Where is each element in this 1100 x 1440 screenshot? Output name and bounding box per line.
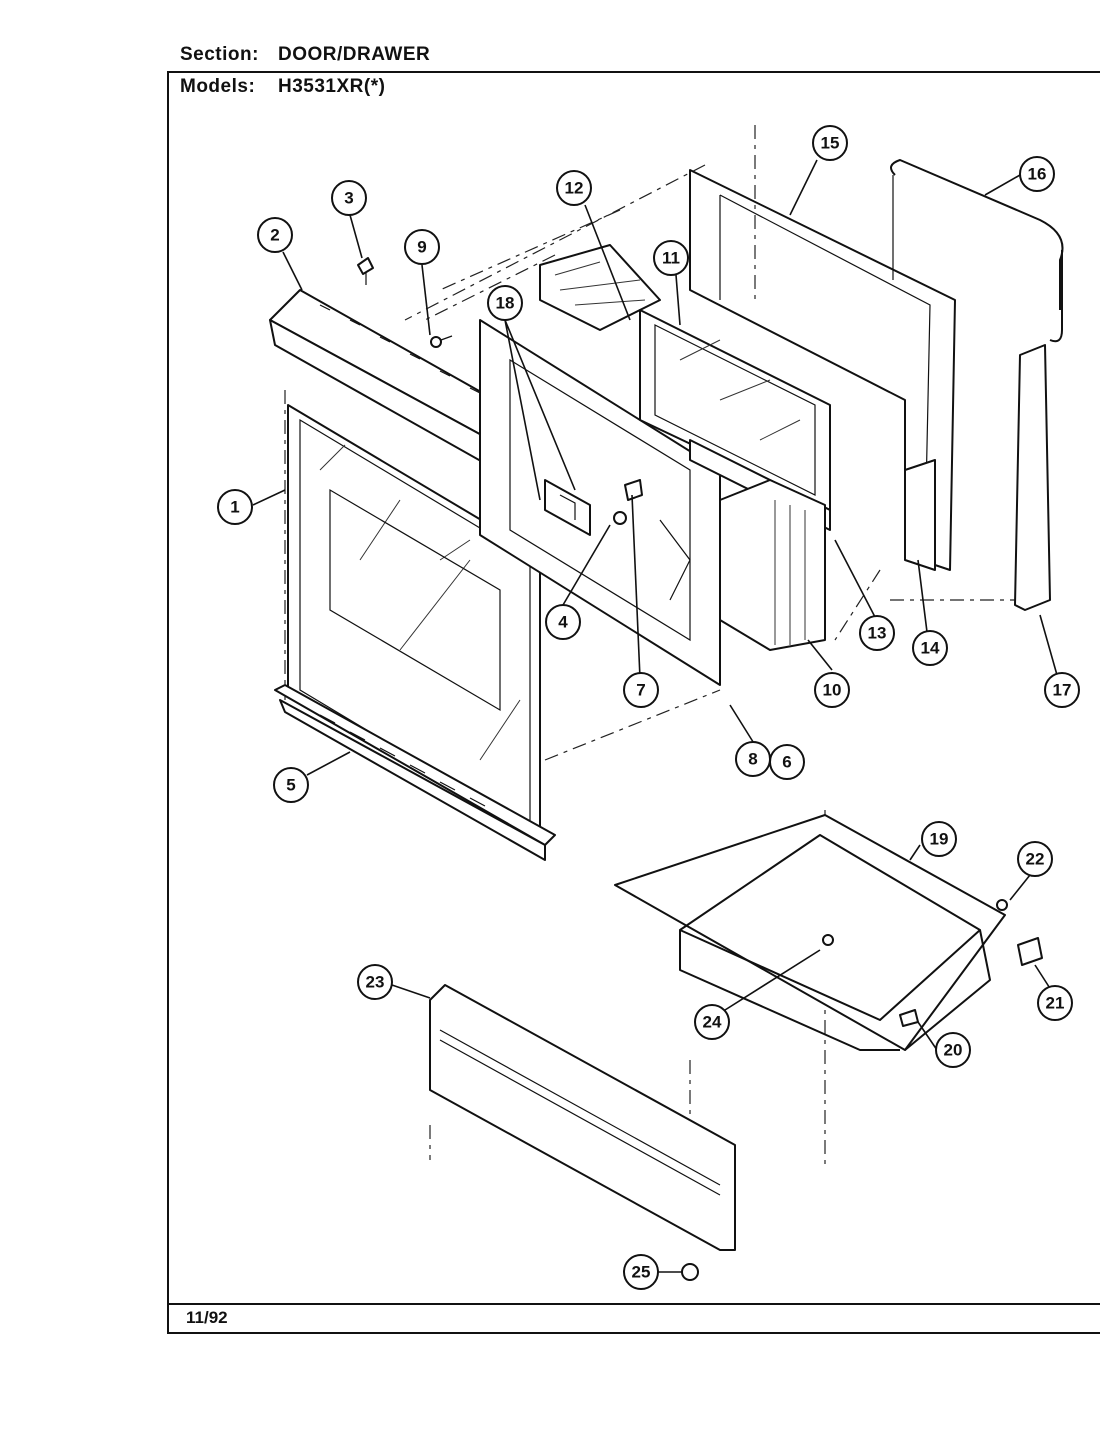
callout-2: 2 (257, 217, 293, 253)
callout-7-label: 7 (636, 681, 645, 700)
callout-15: 15 (812, 125, 848, 161)
part-23-drawer-front (429, 984, 736, 1251)
part-7-clip (624, 479, 643, 501)
callout-21-label: 21 (1046, 994, 1065, 1013)
section-value: DOOR/DRAWER (278, 44, 431, 65)
part-12-insulation (539, 244, 661, 331)
callout-17: 17 (1044, 672, 1080, 708)
callout-12-label: 12 (565, 179, 584, 198)
part-9-screw (430, 335, 453, 348)
callout-14: 14 (912, 630, 948, 666)
part-21-drawer-stop (1017, 937, 1043, 966)
section-label: Section: (180, 44, 259, 65)
callout-2-label: 2 (270, 226, 279, 245)
section-header: Section: DOOR/DRAWER (180, 44, 430, 66)
callout-12: 12 (556, 170, 592, 206)
callout-22-label: 22 (1026, 850, 1045, 869)
callout-5: 5 (273, 767, 309, 803)
callout-1: 1 (217, 489, 253, 525)
footer-rule (167, 1303, 1100, 1305)
callout-24: 24 (694, 1004, 730, 1040)
callout-3-label: 3 (344, 189, 353, 208)
callout-4-label: 4 (558, 613, 568, 632)
callout-18-label: 18 (496, 294, 515, 313)
callout-11-label: 11 (662, 249, 680, 268)
part-10-liner-insulation (719, 479, 826, 651)
callout-5-label: 5 (286, 776, 295, 795)
callout-6-label: 6 (782, 753, 791, 772)
callout-16-label: 16 (1028, 165, 1047, 184)
callout-13: 13 (859, 615, 895, 651)
callout-8: 8 (735, 741, 771, 777)
revision-date: 11/92 (186, 1308, 228, 1327)
part-19-drawer-body (614, 814, 1006, 1051)
part-16-door-gasket (890, 159, 1064, 343)
callout-17-label: 17 (1053, 681, 1072, 700)
callout-23-label: 23 (366, 973, 385, 992)
callout-6: 6 (769, 744, 805, 780)
callout-15-label: 15 (821, 134, 840, 153)
callout-20: 20 (935, 1032, 971, 1068)
callout-1-label: 1 (230, 498, 239, 517)
leader-lines (252, 159, 1058, 1273)
part-25-drawer-foot (681, 1263, 699, 1281)
part-24-screw (822, 934, 834, 946)
callout-10-label: 10 (823, 681, 842, 700)
callout-22: 22 (1017, 841, 1053, 877)
part-18-door-latch (544, 479, 591, 536)
models-header: Models: H3531XR(*) (180, 76, 385, 98)
callout-18: 18 (487, 285, 523, 321)
diagram-frame (167, 71, 1100, 1334)
callout-13-label: 13 (868, 624, 887, 643)
part-17-trim-strip (1014, 344, 1051, 611)
callout-14-label: 14 (921, 639, 940, 658)
callout-23: 23 (357, 964, 393, 1000)
part-3-screw (357, 257, 374, 285)
callout-10: 10 (814, 672, 850, 708)
callout-16: 16 (1019, 156, 1055, 192)
callout-21: 21 (1037, 985, 1073, 1021)
part-5-door-bottom-trim (274, 684, 556, 861)
models-label: Models: (180, 76, 256, 97)
callout-24-label: 24 (703, 1013, 722, 1032)
callout-4: 4 (545, 604, 581, 640)
callout-11: 11 (653, 240, 689, 276)
callout-25-label: 25 (632, 1263, 651, 1282)
part-14-side-trim (904, 459, 936, 571)
callout-7: 7 (623, 672, 659, 708)
callout-8-label: 8 (748, 750, 757, 769)
callout-20-label: 20 (944, 1041, 963, 1060)
part-4-fastener (613, 511, 627, 525)
callout-25: 25 (623, 1254, 659, 1290)
callout-19-label: 19 (930, 830, 949, 849)
callout-3: 3 (331, 180, 367, 216)
callout-9-label: 9 (417, 238, 426, 257)
models-value: H3531XR(*) (278, 76, 386, 97)
callout-9: 9 (404, 229, 440, 265)
part-22-screw (996, 899, 1008, 911)
callout-19: 19 (921, 821, 957, 857)
